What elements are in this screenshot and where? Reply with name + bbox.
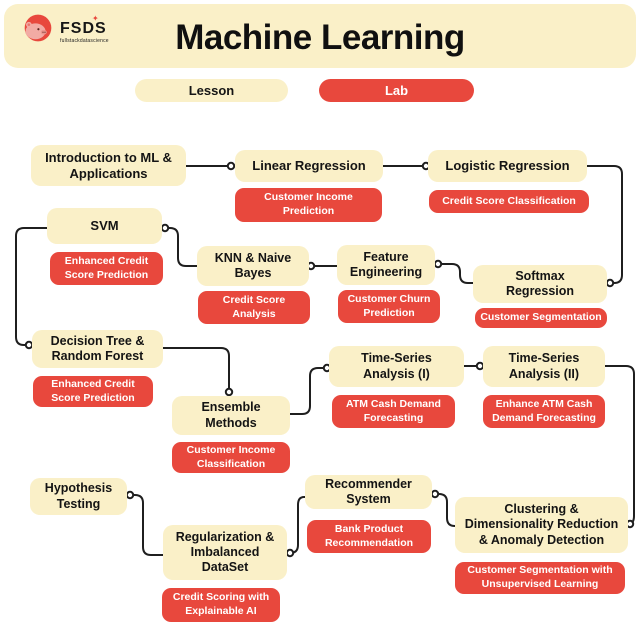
lab-node-bank-product-recommendation: Bank Product Recommendation (307, 520, 431, 553)
lab-node-credit-score-analysis: Credit Score Analysis (198, 291, 310, 324)
lesson-node-time-series-1: Time-Series Analysis (I) (329, 346, 464, 387)
legend-lab-pill: Lab (319, 79, 474, 102)
lesson-node-time-series-2: Time-Series Analysis (II) (483, 346, 605, 387)
header-banner: FSDS ✦ fullstackdatascience Machine Lear… (4, 4, 636, 68)
pig-mascot-icon (24, 14, 52, 42)
lesson-node-introduction: Introduction to ML & Applications (31, 145, 186, 186)
lesson-node-regularization: Regularization & Imbalanced DataSet (163, 525, 287, 580)
lab-node-customer-income-prediction: Customer Income Prediction (235, 188, 382, 222)
lab-node-credit-scoring-explainable-ai: Credit Scoring with Explainable AI (162, 588, 280, 622)
lab-node-customer-segmentation: Customer Segmentation (475, 308, 607, 328)
brand-name: FSDS (60, 20, 107, 37)
lesson-node-hypothesis-testing: Hypothesis Testing (30, 478, 127, 515)
legend-lesson-pill: Lesson (135, 79, 288, 102)
fsds-logo: FSDS ✦ fullstackdatascience (23, 10, 173, 62)
lesson-node-ensemble-methods: Ensemble Methods (172, 396, 290, 435)
lesson-node-decision-tree: Decision Tree & Random Forest (32, 330, 163, 368)
lab-node-enhanced-credit-score-1: Enhanced Credit Score Prediction (50, 252, 163, 285)
lesson-node-recommender-system: Recommender System (305, 475, 432, 509)
lab-node-credit-score-classification: Credit Score Classification (429, 190, 589, 213)
lesson-node-clustering: Clustering & Dimensionality Reduction & … (455, 497, 628, 553)
lesson-node-svm: SVM (47, 208, 162, 244)
lesson-node-logistic-regression: Logistic Regression (428, 150, 587, 182)
lab-node-enhanced-credit-score-2: Enhanced Credit Score Prediction (33, 376, 153, 407)
sparkle-icon: ✦ (92, 14, 99, 23)
lab-node-atm-cash-demand: ATM Cash Demand Forecasting (332, 395, 455, 428)
lab-node-customer-churn-prediction: Customer Churn Prediction (338, 290, 440, 323)
lab-node-unsupervised-segmentation: Customer Segmentation with Unsupervised … (455, 562, 625, 594)
lesson-node-feature-engineering: Feature Engineering (337, 245, 435, 285)
lesson-node-softmax-regression: Softmax Regression (473, 265, 607, 303)
brand-subtitle: fullstackdatascience (60, 38, 109, 44)
lesson-node-knn-naive-bayes: KNN & Naive Bayes (197, 246, 309, 286)
lesson-node-linear-regression: Linear Regression (235, 150, 383, 182)
lab-node-customer-income-classification: Customer Income Classification (172, 442, 290, 473)
lab-node-enhance-atm-cash-demand: Enhance ATM Cash Demand Forecasting (483, 395, 605, 428)
page-title: Machine Learning (175, 18, 465, 57)
